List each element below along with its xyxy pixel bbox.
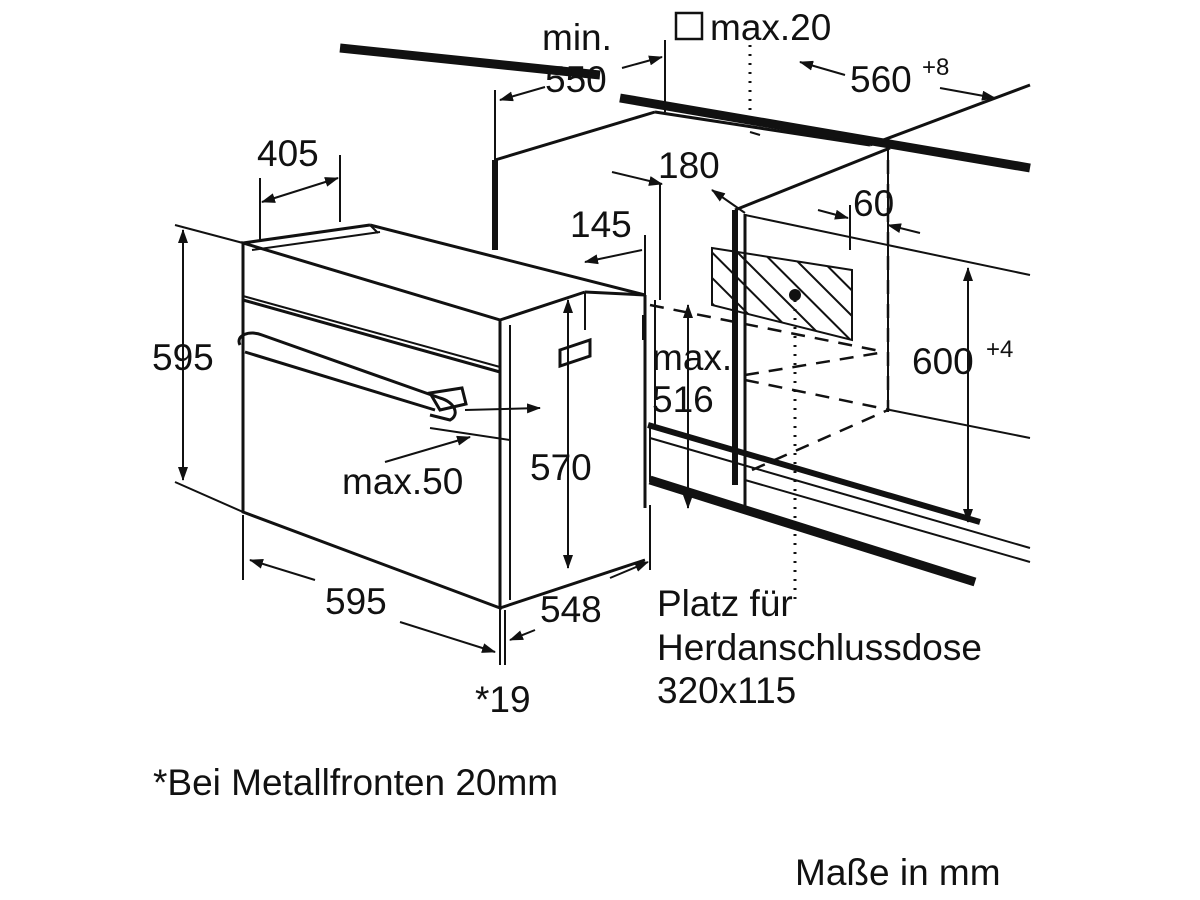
oven [237,223,647,611]
label-595-height: 595 [152,337,214,378]
label-max516-a: max. [652,337,732,378]
label-600: 600 [912,341,974,382]
footnote-metal-fronts: *Bei Metallfronten 20mm [153,762,558,803]
label-560-tolerance: +8 [922,54,949,81]
label-max20: max.20 [710,7,831,48]
label-595-width: 595 [325,581,387,622]
socket-note: Platz für Herdanschlussdose 320x115 [657,583,982,711]
label-60: 60 [853,183,894,224]
dimension-labels: min. 550 max.20 560 +8 405 180 145 60 59… [152,7,1013,720]
label-max50: max.50 [342,461,463,502]
dimension-lines [174,40,996,665]
label-548: 548 [540,589,602,630]
socket-point [789,289,801,301]
label-550: 550 [545,59,607,100]
square-symbol [674,11,704,41]
cabinet-niche [339,43,1031,587]
socket-note-line2: Herdanschlussdose [657,627,982,668]
socket-note-line1: Platz für [657,583,793,624]
label-min: min. [542,17,612,58]
label-max516-b: 516 [652,379,714,420]
label-600-tolerance: +4 [986,336,1013,363]
socket-note-line3: 320x115 [657,670,796,711]
units-note: Maße in mm [795,852,1001,893]
label-180: 180 [658,145,720,186]
label-570: 570 [530,447,592,488]
socket-area [711,45,853,600]
label-145: 145 [570,204,632,245]
label-560: 560 [850,59,912,100]
label-19: *19 [475,679,531,720]
label-405: 405 [257,133,319,174]
